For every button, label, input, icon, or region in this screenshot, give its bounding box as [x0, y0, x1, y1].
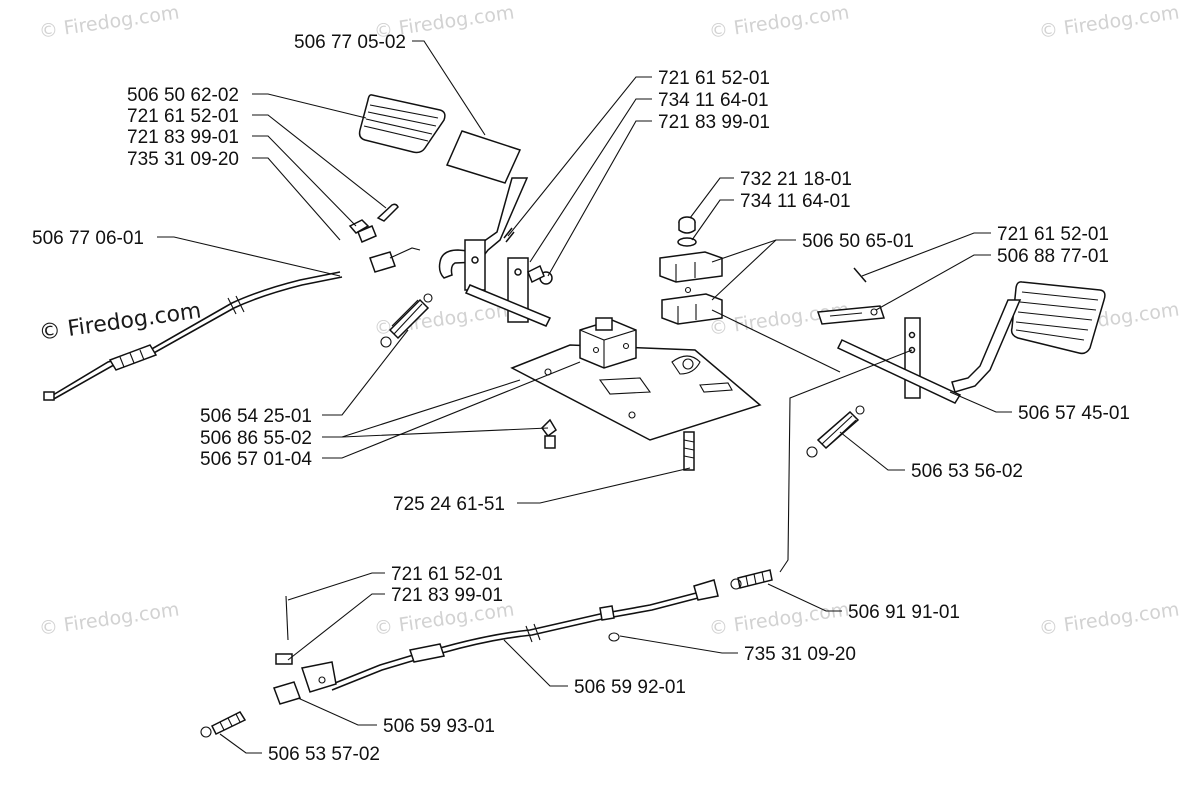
part-label: 735 31 09-20	[744, 644, 856, 665]
accelerator-pedal	[836, 281, 1106, 404]
part-label: 732 21 18-01	[740, 169, 852, 190]
switch-block	[579, 317, 637, 369]
pedal-arm-left	[438, 177, 552, 327]
watermark: © Firedog.com	[38, 1, 181, 42]
part-label: 506 88 77-01	[997, 246, 1109, 267]
return-spring-bottom	[200, 711, 247, 738]
part-label: 506 59 93-01	[383, 716, 495, 737]
part-label: 506 77 05-02	[294, 32, 406, 53]
part-label: 721 61 52-01	[391, 564, 503, 585]
part-label: 721 83 99-01	[658, 112, 770, 133]
part-label: 721 83 99-01	[127, 127, 239, 148]
part-label: 506 53 56-02	[911, 461, 1023, 482]
part-label: 506 77 06-01	[32, 228, 144, 249]
brake-pedal-pad	[358, 94, 446, 154]
pedal-pad-cover	[445, 130, 522, 184]
part-label: 721 61 52-01	[658, 68, 770, 89]
part-label: 721 61 52-01	[127, 106, 239, 127]
part-label: 734 11 64-01	[658, 90, 769, 111]
watermark: © Firedog.com	[1038, 598, 1180, 639]
linkage-wire-2	[711, 309, 841, 373]
part-label: 506 54 25-01	[200, 406, 312, 427]
watermark: © Firedog.com	[708, 598, 851, 639]
leader-lines	[157, 40, 1012, 754]
part-label: 506 59 92-01	[574, 677, 686, 698]
throttle-cable	[273, 579, 719, 705]
mounting-plate	[510, 344, 762, 441]
part-label: 725 24 61-51	[393, 494, 505, 515]
part-label: 734 11 64-01	[740, 191, 851, 212]
slotted-link	[816, 305, 886, 325]
linkage-wire	[779, 349, 913, 573]
part-label: 506 57 01-04	[200, 449, 312, 470]
return-spring-right	[806, 405, 865, 458]
part-label: 506 50 62-02	[127, 85, 239, 106]
part-label: 735 31 09-20	[127, 149, 239, 170]
part-label: 506 50 65-01	[802, 231, 914, 252]
parts-artwork	[43, 94, 1106, 738]
stop-blocks	[659, 216, 723, 325]
part-label: 721 61 52-01	[997, 224, 1109, 245]
watermark: © Firedog.com	[708, 1, 851, 42]
hardware	[348, 203, 867, 471]
watermark: © Firedog.com	[38, 598, 181, 639]
return-spring-left	[380, 293, 433, 348]
part-label: 721 83 99-01	[391, 585, 503, 606]
part-label: 506 57 45-01	[1018, 403, 1130, 424]
watermark: © Firedog.com	[1038, 1, 1180, 42]
brake-cable	[43, 247, 421, 401]
part-label: 506 86 55-02	[200, 428, 312, 449]
part-label: 506 91 91-01	[848, 602, 960, 623]
part-label: 506 53 57-02	[268, 744, 380, 765]
part-labels: 506 77 05-02 506 50 62-02 721 61 52-01 7…	[32, 32, 1130, 765]
return-spring-cable	[730, 569, 773, 590]
